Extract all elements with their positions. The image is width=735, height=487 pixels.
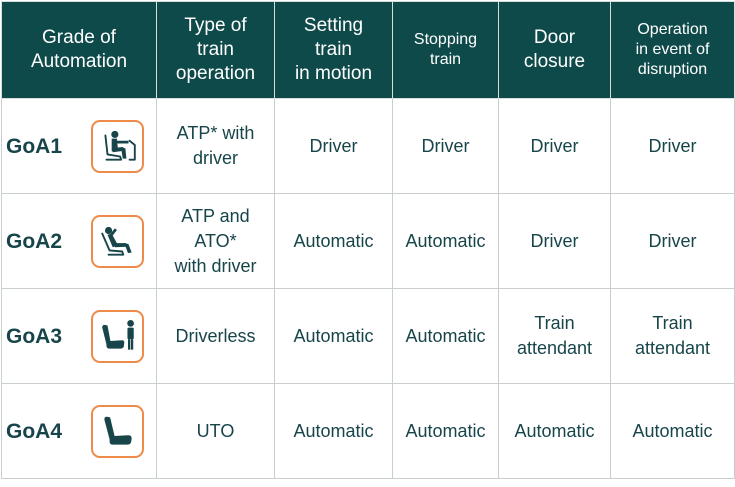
setting-in-motion-cell: Driver <box>274 98 393 194</box>
header-door-closure: Door closure <box>498 1 611 99</box>
table-body: GoA1 <box>1 98 735 479</box>
table-row: GoA2 <box>1 193 735 289</box>
setting-in-motion-cell: Automatic <box>274 288 393 384</box>
grade-label: GoA2 <box>6 229 63 253</box>
grade-wrap: GoA3 <box>6 309 152 363</box>
setting-in-motion-cell: Automatic <box>274 383 393 479</box>
header-setting-in-motion: Setting train in motion <box>274 1 393 99</box>
driver-reclined-icon-svg <box>100 226 132 256</box>
grade-label: GoA4 <box>6 419 63 443</box>
table-row: GoA3 <box>1 288 735 384</box>
driver-seated-icon-svg <box>103 130 136 161</box>
type-of-operation-cell: ATP and ATO* with driver <box>156 193 275 289</box>
empty-seat-attendant-icon-svg <box>101 320 134 350</box>
setting-in-motion-cell: Automatic <box>274 193 393 289</box>
type-of-operation-cell: Driverless <box>156 288 275 384</box>
table-row: GoA1 <box>1 98 735 194</box>
header-stopping: Stopping train <box>392 1 499 99</box>
header-row: Grade of Automation Type of train operat… <box>1 1 735 99</box>
empty-seat-icon-svg <box>103 416 132 445</box>
table-header: Grade of Automation Type of train operat… <box>1 1 735 99</box>
grade-wrap: GoA2 <box>6 214 152 268</box>
empty-seat-attendant-icon <box>91 309 144 363</box>
header-type-of-operation: Type of train operation <box>156 1 275 99</box>
grade-cell: GoA1 <box>1 98 157 194</box>
grade-label: GoA1 <box>6 134 63 158</box>
grade-cell: GoA2 <box>1 193 157 289</box>
grade-cell: GoA4 <box>1 383 157 479</box>
grade-label: GoA3 <box>6 324 63 348</box>
driver-reclined-icon <box>91 214 144 268</box>
door-closure-cell: Driver <box>498 193 611 289</box>
stopping-cell: Automatic <box>392 193 499 289</box>
disruption-cell: Driver <box>610 193 735 289</box>
type-of-operation-cell: UTO <box>156 383 275 479</box>
door-closure-cell: Automatic <box>498 383 611 479</box>
stopping-cell: Automatic <box>392 288 499 384</box>
header-grade: Grade of Automation <box>1 1 157 99</box>
grade-wrap: GoA1 <box>6 119 152 173</box>
stopping-cell: Driver <box>392 98 499 194</box>
door-closure-cell: Train attendant <box>498 288 611 384</box>
empty-seat-icon <box>91 404 144 458</box>
disruption-cell: Automatic <box>610 383 735 479</box>
disruption-cell: Train attendant <box>610 288 735 384</box>
grade-wrap: GoA4 <box>6 404 152 458</box>
disruption-cell: Driver <box>610 98 735 194</box>
grade-cell: GoA3 <box>1 288 157 384</box>
stopping-cell: Automatic <box>392 383 499 479</box>
driver-seated-icon <box>91 119 144 173</box>
header-disruption: Operation in event of disruption <box>610 1 735 99</box>
door-closure-cell: Driver <box>498 98 611 194</box>
type-of-operation-cell: ATP* with driver <box>156 98 275 194</box>
table-row: GoA4 UTO Automatic A <box>1 383 735 479</box>
